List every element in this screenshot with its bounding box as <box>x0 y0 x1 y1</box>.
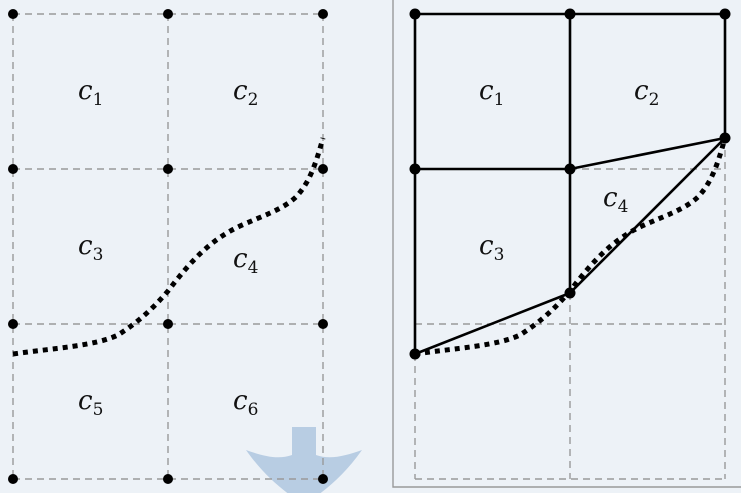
left-cell-label-c2: c2 <box>233 76 258 110</box>
left-grid-nodes <box>8 9 328 484</box>
right-cell-label-c4: c4 <box>603 183 628 217</box>
right-cell-label-c1: c1 <box>479 76 504 110</box>
left-cell-label-c1: c1 <box>78 76 103 110</box>
right-panel-border <box>392 0 741 488</box>
left-cell-label-c4: c4 <box>233 244 258 278</box>
right-cell-label-c3: c3 <box>479 231 504 265</box>
left-cell-label-c3: c3 <box>78 231 103 265</box>
left-cell-label-c5: c5 <box>78 386 103 420</box>
right-cell-label-c2: c2 <box>634 76 659 110</box>
right-grid-nodes <box>409 8 731 360</box>
left-cell-label-c6: c6 <box>233 386 258 420</box>
left-boundary-curve <box>12 137 326 357</box>
right-panel: c1 c2 c3 c4 <box>392 0 741 488</box>
right-dashed-grid <box>414 138 726 480</box>
left-dashed-grid <box>12 13 324 480</box>
left-panel: c1 c2 c3 c4 c5 c6 <box>8 9 328 484</box>
right-boundary-curve <box>414 137 728 357</box>
down-arrow-icon <box>246 427 362 493</box>
right-solid-mesh <box>413 12 727 356</box>
